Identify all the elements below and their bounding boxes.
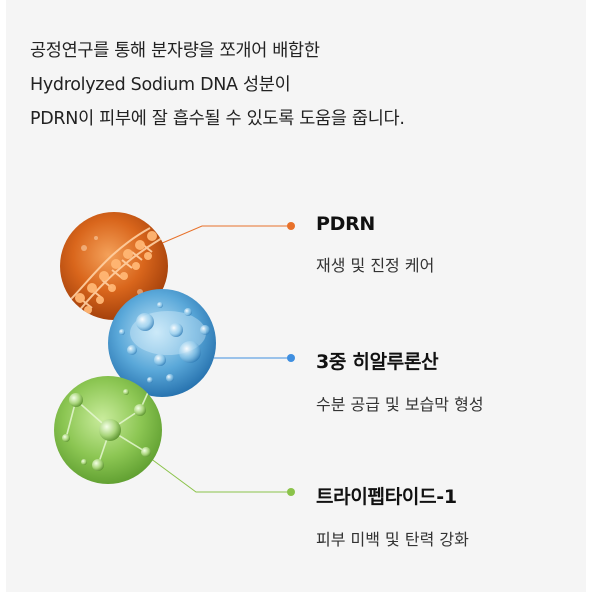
feature-title: 트라이펩타이드-1	[316, 486, 457, 508]
intro-line-3: PDRN이 피부에 잘 흡수될 수 있도록 도움을 줍니다.	[30, 109, 405, 129]
orange-dna-circle	[60, 212, 168, 320]
intro-text: 공정연구를 통해 분자량을 쪼개어 배합한 Hydrolyzed Sodium …	[30, 34, 550, 136]
feature-tripeptide: 트라이펩타이드-1 피부 미백 및 탄력 강화	[316, 482, 469, 550]
feature-description: 피부 미백 및 탄력 강화	[316, 530, 469, 549]
feature-description: 재생 및 진정 케어	[316, 256, 435, 275]
pdrn-dot	[287, 222, 295, 230]
blue-bubbles-circle	[108, 289, 216, 397]
tripeptide-dot	[287, 488, 295, 496]
intro-line-1: 공정연구를 통해 분자량을 쪼개어 배합한	[30, 41, 320, 61]
feature-pdrn: PDRN 재생 및 진정 케어	[316, 213, 434, 276]
feature-description: 수분 공급 및 보습막 형성	[316, 395, 484, 414]
green-molecule-circle	[54, 376, 162, 484]
connector-lines	[149, 222, 295, 496]
feature-title: PDRN	[316, 213, 376, 235]
hyaluronic-dot	[287, 354, 295, 362]
feature-hyaluronic-acid: 3중 히알루론산 수분 공급 및 보습막 형성	[316, 347, 484, 415]
feature-title: 3중 히알루론산	[316, 351, 439, 373]
intro-line-2: Hydrolyzed Sodium DNA 성분이	[30, 75, 291, 95]
